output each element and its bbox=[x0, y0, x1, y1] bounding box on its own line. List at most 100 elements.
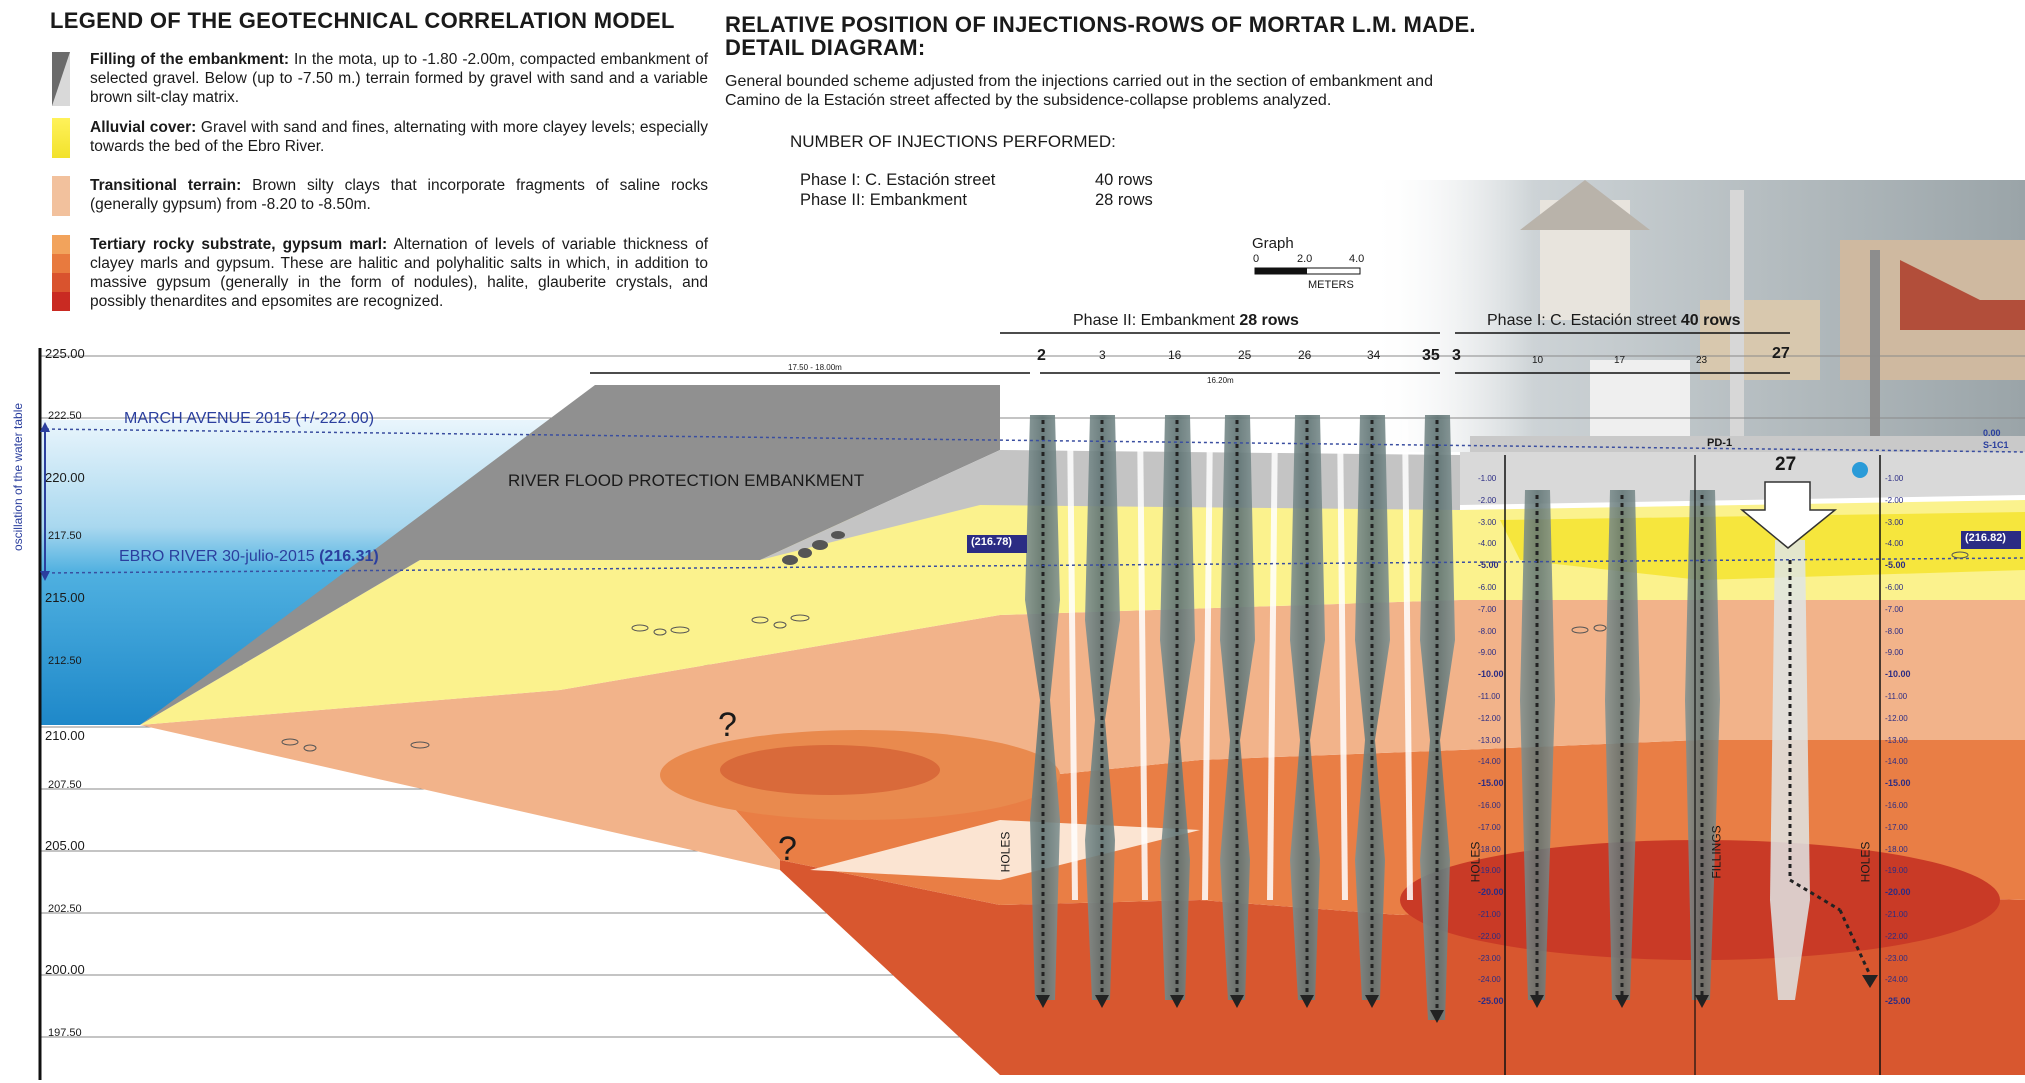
legend-item-alluvial: Alluvial cover: Gravel with sand and fin… bbox=[52, 118, 712, 162]
ebro-level-line bbox=[39, 557, 2025, 574]
depth-tick: -2.00 bbox=[1478, 495, 1497, 505]
depth-tick: -6.00 bbox=[1478, 582, 1497, 592]
legend-title: LEGEND OF THE GEOTECHNICAL CORRELATION M… bbox=[50, 8, 675, 33]
injection-columns-phase-1 bbox=[1520, 481, 1878, 1008]
elevation-label: 222.50 bbox=[48, 410, 82, 422]
phase1-bold: 40 rows bbox=[1680, 312, 1741, 329]
scale-bar bbox=[1254, 267, 1361, 275]
big-arrow-27 bbox=[1739, 481, 1838, 549]
legend-item-tertiary: Tertiary rocky substrate, gypsum marl: A… bbox=[52, 235, 712, 315]
elevation-label: 207.50 bbox=[48, 779, 82, 791]
gravel-clusters bbox=[281, 551, 1969, 752]
elevation-label: 225.00 bbox=[45, 346, 85, 361]
depth-tick: -12.00 bbox=[1478, 713, 1501, 723]
march-level-line bbox=[39, 428, 2025, 453]
big-row-27-label: 27 bbox=[1775, 454, 1797, 475]
depth-tick: -24.00 bbox=[1885, 975, 1908, 985]
depth-scale-right: -1.00 -2.00 -3.00 -4.00 -5.00 -6.00 -7.0… bbox=[1885, 468, 1915, 1013]
depth-tick: -5.00 bbox=[1478, 560, 1499, 571]
holes-label-3: HOLES bbox=[1858, 841, 1873, 883]
depth-tick: -11.00 bbox=[1478, 691, 1501, 701]
depth-tick: -19.00 bbox=[1885, 866, 1908, 876]
depth-tick: -15.00 bbox=[1478, 778, 1504, 789]
water-table-label: oscillation of the water table bbox=[11, 402, 25, 552]
elevation-label: 202.50 bbox=[48, 903, 82, 915]
ref-right2-label: S-1C1 bbox=[1983, 440, 2009, 450]
depth-tick: -22.00 bbox=[1885, 931, 1908, 941]
reference-dot bbox=[1852, 462, 1868, 478]
detail-description-line2: Camino de la Estación street affected by… bbox=[725, 92, 1332, 109]
elevation-label: 205.00 bbox=[45, 838, 85, 853]
marker-right-label: (216.82) bbox=[1965, 532, 2006, 544]
river-water bbox=[40, 420, 560, 725]
depth-tick: -4.00 bbox=[1478, 539, 1497, 549]
depth-tick: -14.00 bbox=[1478, 757, 1501, 767]
row-number: 16 bbox=[1168, 348, 1182, 362]
marker-left-box bbox=[967, 535, 1027, 553]
dimension-lines bbox=[590, 332, 1790, 374]
depth-tick: -3.00 bbox=[1478, 517, 1497, 527]
legend-text: Alternation of levels of variable thickn… bbox=[90, 236, 708, 310]
legend-name: Transitional terrain: bbox=[90, 177, 242, 194]
row-number: 23 bbox=[1696, 355, 1708, 366]
depth-tick: -25.00 bbox=[1478, 996, 1504, 1007]
elevation-label: 217.50 bbox=[48, 530, 82, 542]
depth-tick: -5.00 bbox=[1885, 560, 1906, 571]
depth-tick: -21.00 bbox=[1885, 909, 1908, 919]
phase-rows: 28 rows bbox=[1095, 191, 1153, 209]
scale-tick-0: 0 bbox=[1253, 253, 1260, 265]
depth-tick: -18.00 bbox=[1885, 844, 1908, 854]
phase-row-2: Phase II: Embankment 28 rows bbox=[800, 191, 1153, 210]
phase2-prefix: Phase II: Embankment bbox=[1073, 312, 1240, 329]
scale-unit: METERS bbox=[1308, 279, 1354, 291]
injections-header: NUMBER OF INJECTIONS PERFORMED: bbox=[790, 132, 1116, 151]
depth-tick: -3.00 bbox=[1885, 517, 1904, 527]
depth-tick: -13.00 bbox=[1885, 735, 1908, 745]
depth-tick: -8.00 bbox=[1478, 626, 1497, 636]
transitional-swatch bbox=[52, 176, 70, 216]
depth-tick: -17.00 bbox=[1885, 822, 1908, 832]
depth-tick: -25.00 bbox=[1885, 996, 1911, 1007]
detail-description-line1: General bounded scheme adjusted from the… bbox=[725, 73, 1433, 90]
elevation-label: 197.50 bbox=[48, 1027, 82, 1039]
depth-tick: -10.00 bbox=[1885, 669, 1911, 680]
row-number: 3 bbox=[1452, 347, 1461, 364]
depth-tick: -23.00 bbox=[1478, 953, 1501, 963]
holes-label: HOLES bbox=[998, 831, 1013, 873]
depth-tick: -1.00 bbox=[1478, 474, 1497, 483]
elevation-label: 212.50 bbox=[48, 655, 82, 667]
detail-title-line1: RELATIVE POSITION OF INJECTIONS-ROWS OF … bbox=[725, 12, 1476, 37]
marker-left-label: (216.78) bbox=[971, 536, 1012, 548]
row-number: 26 bbox=[1298, 348, 1312, 362]
depth-tick: -9.00 bbox=[1885, 648, 1904, 658]
depth-tick: -1.00 bbox=[1885, 474, 1904, 483]
depth-tick: -16.00 bbox=[1885, 800, 1908, 810]
legend-name: Filling of the embankment: bbox=[90, 51, 290, 68]
elevation-label: 220.00 bbox=[45, 470, 85, 485]
elevation-label: 215.00 bbox=[45, 590, 85, 605]
row-number: 25 bbox=[1238, 348, 1252, 362]
depth-tick: -9.00 bbox=[1478, 648, 1497, 658]
depth-tick: -14.00 bbox=[1885, 757, 1908, 767]
marker-right-box bbox=[1961, 531, 2021, 549]
depth-tick: -24.00 bbox=[1478, 975, 1501, 985]
depth-tick: -13.00 bbox=[1478, 735, 1501, 745]
row-number: 35 bbox=[1422, 347, 1440, 364]
depth-tick: -11.00 bbox=[1885, 691, 1908, 701]
depth-tick: -23.00 bbox=[1885, 953, 1908, 963]
depth-tick: -10.00 bbox=[1478, 669, 1504, 680]
tertiary-swatch bbox=[52, 235, 70, 311]
depth-tick: -15.00 bbox=[1885, 778, 1911, 789]
street-fill bbox=[1460, 452, 2025, 505]
depth-tick: -2.00 bbox=[1885, 495, 1904, 505]
legend-item-embankment-fill: Filling of the embankment: In the mota, … bbox=[52, 50, 712, 110]
ebro-label-value: (216.31) bbox=[319, 548, 379, 565]
march-avenue-label: MARCH AVENUE 2015 (+/-222.00) bbox=[124, 410, 375, 427]
injection-columns-phase-2 bbox=[1025, 415, 1455, 1023]
phase-rows: 40 rows bbox=[1095, 171, 1153, 189]
scale-tick-1: 2.0 bbox=[1297, 253, 1313, 265]
depth-tick: -20.00 bbox=[1478, 887, 1504, 898]
phase-label: Phase II: Embankment bbox=[800, 191, 967, 209]
